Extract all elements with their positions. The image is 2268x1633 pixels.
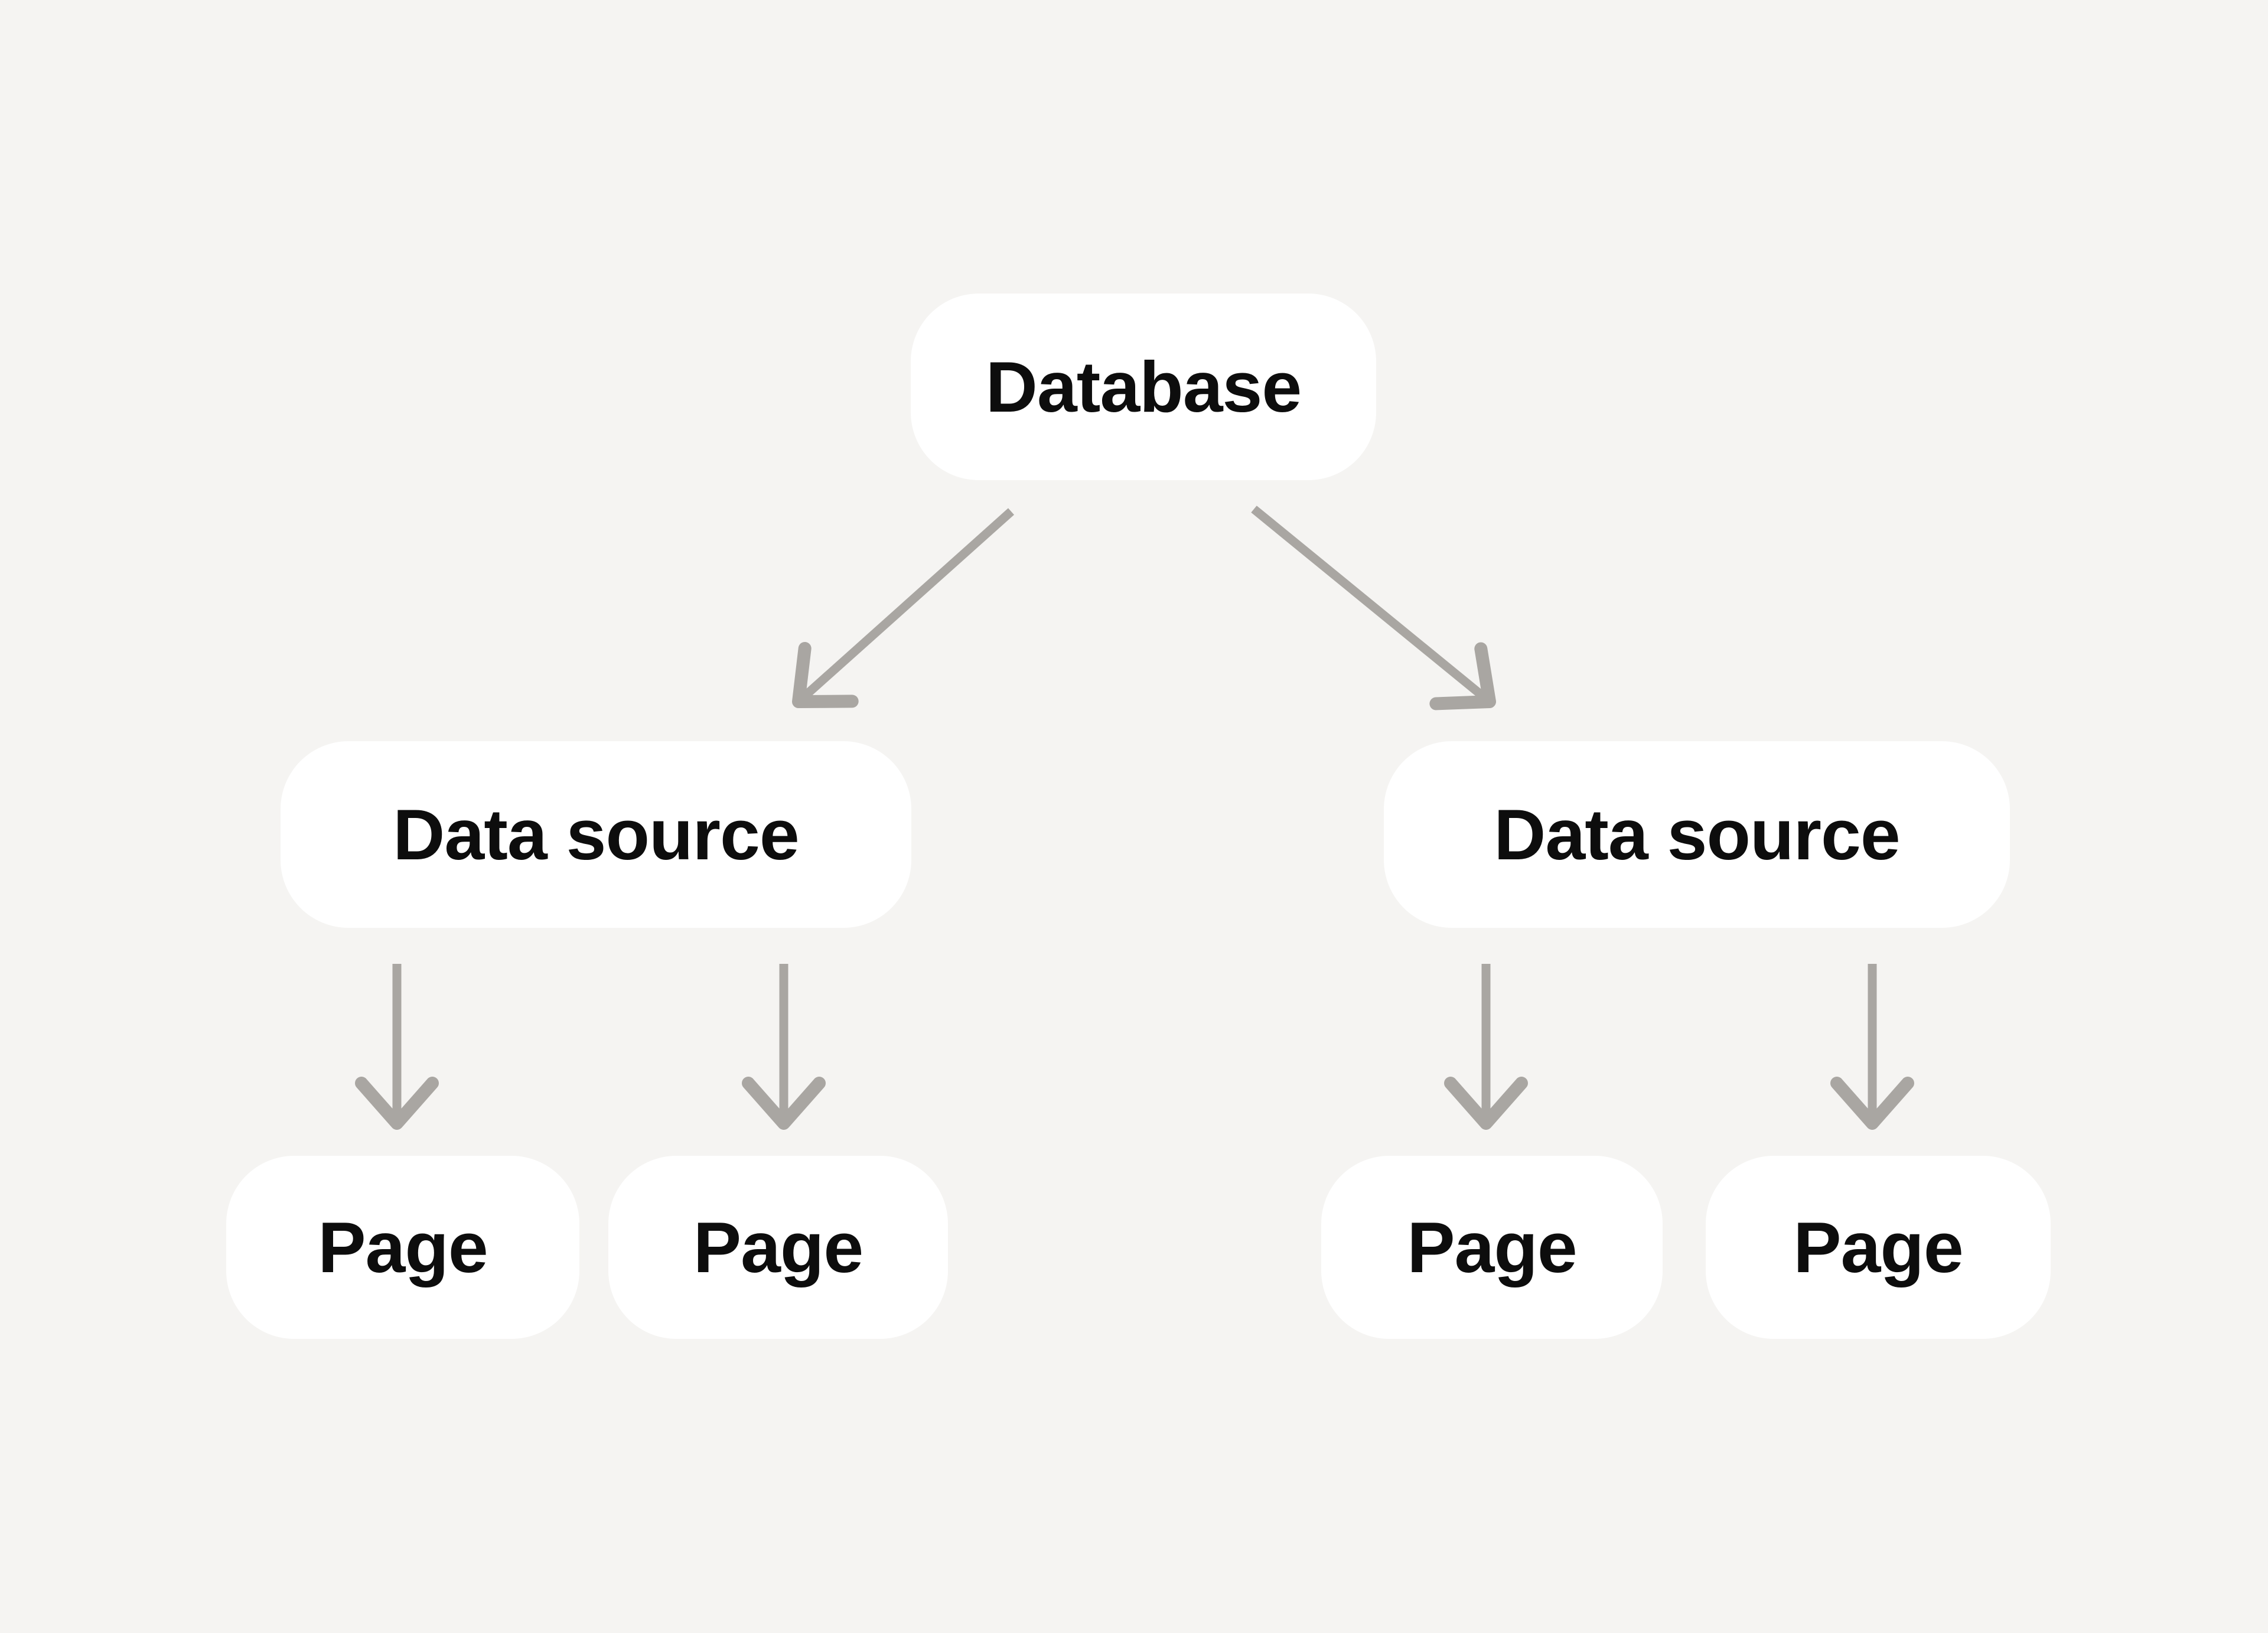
node-page-2-label: Page: [693, 1207, 864, 1288]
node-page-3-label: Page: [1407, 1207, 1578, 1288]
node-page-4: Page: [1706, 1156, 2051, 1339]
node-page-3: Page: [1321, 1156, 1663, 1339]
node-data-source-1-label: Data source: [393, 794, 799, 875]
node-data-source-2: Data source: [1384, 741, 2010, 928]
node-database-label: Database: [985, 347, 1302, 427]
node-database: Database: [911, 294, 1376, 480]
node-data-source-2-label: Data source: [1494, 794, 1900, 875]
node-data-source-1: Data source: [281, 741, 911, 928]
node-page-1: Page: [226, 1156, 579, 1339]
node-page-4-label: Page: [1793, 1207, 1964, 1288]
edge-database-to-data-source-1: [792, 508, 1015, 708]
node-page-2: Page: [608, 1156, 948, 1339]
edge-database-to-data-source-2: [1251, 506, 1496, 710]
node-page-1-label: Page: [318, 1207, 488, 1288]
